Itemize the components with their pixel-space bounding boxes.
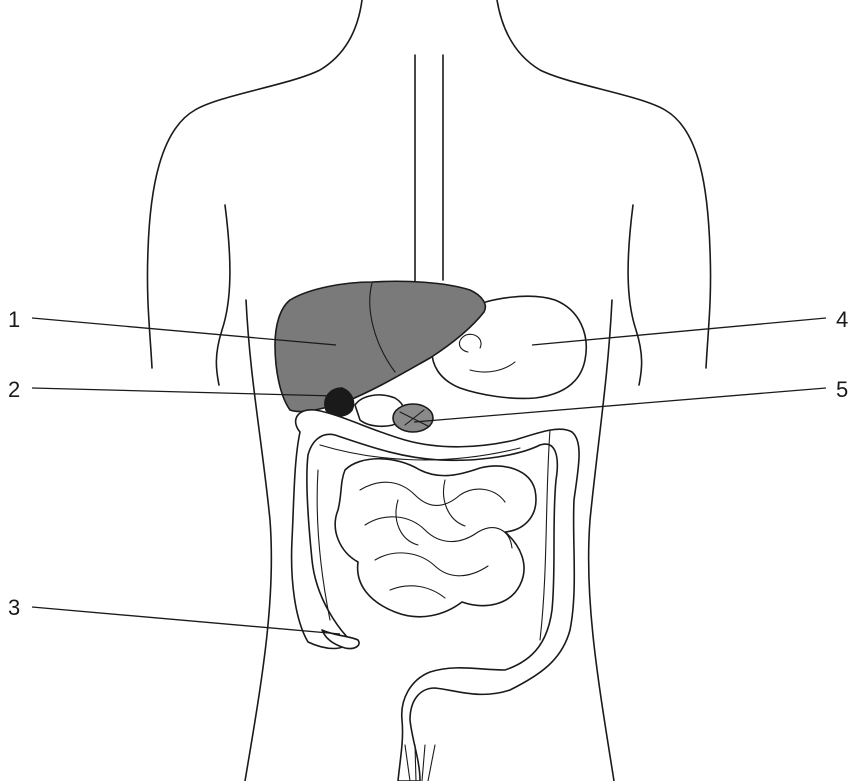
label-3: 3	[8, 595, 20, 620]
label-2: 2	[8, 377, 20, 402]
torso-outline	[147, 0, 710, 781]
label-4: 4	[836, 307, 848, 332]
label-1: 1	[8, 307, 20, 332]
leader-line-3	[32, 607, 340, 634]
esophagus	[415, 55, 443, 285]
small-intestine	[335, 459, 536, 617]
label-5: 5	[836, 377, 848, 402]
gallbladder	[325, 388, 354, 416]
